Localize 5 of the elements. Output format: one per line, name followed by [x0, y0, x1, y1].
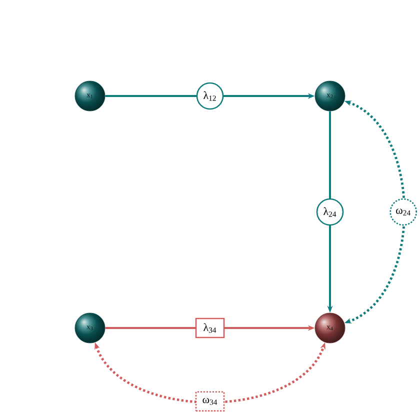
edge-label: ω$_{24}$: [390, 198, 417, 226]
edge-label: ω$_{34}$: [195, 391, 225, 412]
edge-label: λ$_{12}$: [196, 82, 224, 110]
edge-label: λ$_{24}$: [316, 198, 344, 226]
edge-label: λ$_{34}$: [195, 318, 225, 338]
